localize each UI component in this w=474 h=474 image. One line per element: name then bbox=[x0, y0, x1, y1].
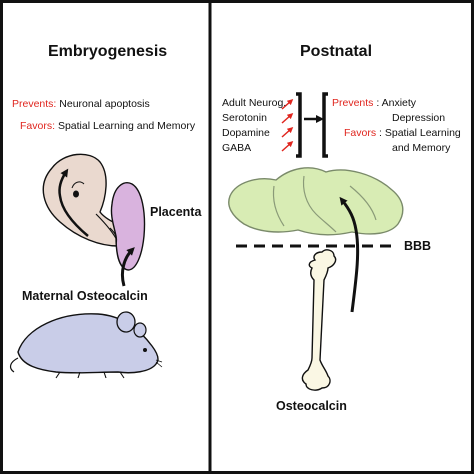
brain-icon bbox=[228, 167, 404, 236]
right-prevents-item: Depression bbox=[392, 112, 446, 124]
right-favors-line: Favors : Spatial Learning bbox=[344, 128, 461, 139]
bbb-arrow-icon bbox=[339, 196, 360, 313]
left-panel-title: Embryogenesis bbox=[48, 43, 168, 60]
right-prevents-sep: : bbox=[376, 97, 380, 109]
right-prevents-label: Prevents bbox=[332, 97, 374, 109]
bone-icon bbox=[301, 249, 337, 391]
right-panel-title: Postnatal bbox=[300, 43, 373, 60]
left-favors-label: Favors: bbox=[20, 120, 56, 132]
left-favors-line: Favors: Spatial Learning and Memory bbox=[20, 121, 195, 132]
neuro-list-item: Adult Neurog. bbox=[222, 97, 287, 109]
neuro-list-item: GABA bbox=[222, 142, 252, 154]
osteocalcin-label: Osteocalcin bbox=[276, 399, 347, 413]
left-prevents-line: Prevents: Neuronal apoptosis bbox=[12, 99, 150, 110]
right-prevents-item: Anxiety bbox=[381, 97, 417, 109]
maternal-osteocalcin-label: Maternal Osteocalcin bbox=[22, 289, 148, 303]
left-prevents-text: Neuronal apoptosis bbox=[59, 98, 150, 110]
mouse-icon bbox=[9, 311, 163, 379]
up-arrow-icon bbox=[120, 247, 135, 287]
placenta-icon bbox=[110, 182, 146, 271]
right-favors-item: and Memory bbox=[392, 142, 451, 154]
embryo-arrow-icon bbox=[58, 168, 89, 237]
increase-arrows bbox=[281, 99, 294, 152]
right-favors-sep: : bbox=[379, 127, 382, 139]
left-prevents-label: Prevents: bbox=[12, 98, 57, 110]
right-favors-label: Favors bbox=[344, 127, 377, 139]
bbb-label: BBB bbox=[404, 239, 432, 253]
placenta-label: Placenta bbox=[150, 205, 202, 219]
right-favors-item: Spatial Learning bbox=[384, 127, 461, 139]
right-prevents-line: Prevents : Anxiety bbox=[332, 98, 416, 109]
neuro-list-item: Dopamine bbox=[222, 127, 270, 139]
neuro-list-item: Serotonin bbox=[222, 112, 267, 124]
neuro-bracket bbox=[296, 92, 328, 158]
left-favors-text: Spatial Learning and Memory bbox=[57, 120, 196, 132]
